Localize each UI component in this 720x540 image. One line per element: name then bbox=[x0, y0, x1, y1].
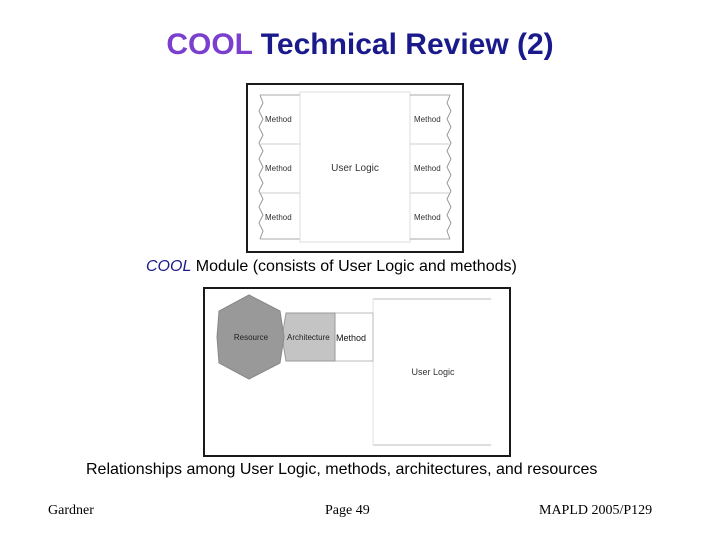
caption-cool: COOL bbox=[146, 258, 192, 275]
slide-title: COOL Technical Review (2) bbox=[0, 28, 720, 62]
user-logic-label: User Logic bbox=[411, 367, 455, 377]
caption-rest: Module (consists of User Logic and metho… bbox=[191, 258, 517, 275]
method-label: Method bbox=[265, 164, 292, 173]
architecture-label: Architecture bbox=[287, 333, 330, 342]
relationships-caption: Relationships among User Logic, methods,… bbox=[86, 461, 598, 478]
method-label: Method bbox=[414, 115, 441, 124]
title-rest: Technical Review (2) bbox=[252, 28, 554, 61]
user-logic-block bbox=[299, 91, 411, 243]
module-diagram-svg: Method Method Method User Logic Method M… bbox=[258, 91, 452, 243]
footer-page-number: Page 49 bbox=[325, 503, 370, 518]
title-cool: COOL bbox=[166, 28, 253, 61]
footer-conference: MAPLD 2005/P129 bbox=[539, 503, 653, 518]
relationships-diagram: User Logic Method Architecture Resource bbox=[203, 287, 511, 457]
relationships-diagram-svg: User Logic Method Architecture Resource bbox=[216, 294, 491, 446]
method-label: Method bbox=[414, 164, 441, 173]
resource-hexagon bbox=[216, 294, 285, 380]
module-diagram: Method Method Method User Logic Method M… bbox=[246, 83, 464, 253]
method-label: Method bbox=[336, 333, 366, 343]
method-label: Method bbox=[265, 115, 292, 124]
footer-author: Gardner bbox=[48, 503, 94, 518]
module-caption: COOL Module (consists of User Logic and … bbox=[146, 258, 517, 276]
method-label: Method bbox=[414, 213, 441, 222]
right-method-column: Method Method Method bbox=[410, 94, 452, 240]
method-label: Method bbox=[265, 213, 292, 222]
left-method-column: Method Method Method bbox=[258, 94, 300, 240]
resource-label: Resource bbox=[234, 333, 269, 342]
user-logic-panel bbox=[373, 299, 491, 445]
user-logic-label: User Logic bbox=[331, 163, 379, 174]
